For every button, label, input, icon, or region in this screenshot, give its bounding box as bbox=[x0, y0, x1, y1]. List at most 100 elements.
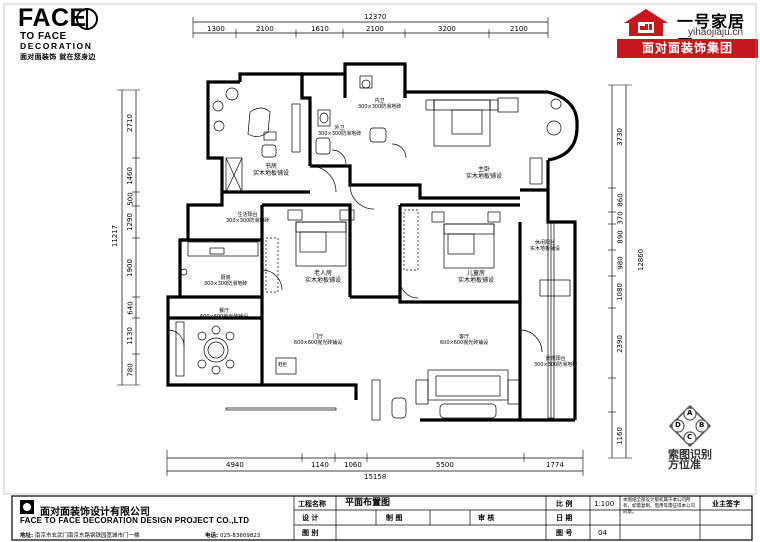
dim-left-total: 11217 bbox=[111, 224, 120, 248]
brand-decoration: DECORATION bbox=[20, 41, 93, 51]
sheet-value: 04 bbox=[598, 529, 607, 537]
room-bath-outer-name: 外卫 bbox=[334, 125, 345, 131]
compass-letter-a: A bbox=[687, 409, 693, 417]
dim-bottom-0: 4940 bbox=[226, 461, 244, 469]
room-living-name: 客厅 bbox=[459, 334, 470, 340]
brand-face: FACE bbox=[18, 4, 87, 32]
room-master-bedroom: 主卧 实木地板铺设 bbox=[466, 166, 502, 180]
review-label: 审 核 bbox=[478, 514, 495, 522]
dim-right-total: 12860 bbox=[637, 248, 646, 272]
dim-right-3: 890 bbox=[616, 230, 625, 244]
room-study-note: 实木地板铺设 bbox=[253, 170, 290, 177]
sheet-label: 图 号 bbox=[556, 529, 573, 537]
watermark-banner: 面对面装饰集团 bbox=[617, 39, 758, 58]
room-kids: 儿童房 实木地板铺设 bbox=[458, 270, 494, 284]
room-bath-inner: 内卫 300×300防滑地砖 bbox=[358, 98, 401, 110]
dim-right-4: 980 bbox=[616, 256, 625, 270]
drawing-no-label: 图 别 bbox=[302, 529, 319, 537]
dim-top-total: 12370 bbox=[364, 13, 387, 21]
room-kids-note: 实木地板铺设 bbox=[458, 277, 495, 284]
compass bbox=[668, 404, 712, 448]
brand-slogan: 面对面装饰 就在您身边 bbox=[20, 53, 96, 61]
address-value: 南京市玄武门南京东路钢铁园宽城市门一楼 bbox=[34, 533, 140, 539]
room-elder-note: 实木地板铺设 bbox=[305, 277, 342, 284]
watermark-url: yihaojiaju.cn bbox=[688, 27, 744, 38]
compass-letter-c: C bbox=[687, 433, 693, 441]
phone-label: 电话: bbox=[205, 533, 219, 539]
room-dining-name: 餐厅 bbox=[219, 308, 230, 314]
draw-label: 制 图 bbox=[386, 514, 403, 522]
room-dining-note: 600×600抛光砖铺设 bbox=[200, 314, 249, 320]
room-living: 客厅 600×600抛光砖铺设 bbox=[440, 334, 488, 346]
dim-top-0: 1300 bbox=[207, 25, 225, 33]
room-bath-inner-name: 内卫 bbox=[374, 98, 385, 104]
dim-left-5: 640 bbox=[126, 301, 135, 315]
dim-top-3: 2100 bbox=[366, 25, 384, 33]
room-kitchen-note: 300×300防滑地砖 bbox=[204, 281, 248, 287]
shoe-cabinet-label: 鞋柜 bbox=[278, 363, 287, 368]
room-view-balcony: 景观阳台 300×300防滑地砖 bbox=[534, 356, 577, 368]
room-utility-balcony: 生活阳台 300×300防滑地砖 bbox=[226, 212, 269, 224]
room-leisure-balcony-note: 实木地板铺设 bbox=[530, 246, 561, 252]
dim-top-1: 2100 bbox=[256, 25, 274, 33]
dim-left-6: 1130 bbox=[125, 327, 134, 345]
drawing-title: 平面布置图 bbox=[345, 498, 391, 508]
compass-caption: 索图识别方位准 bbox=[668, 448, 712, 471]
room-elder-name: 老人房 bbox=[314, 270, 333, 277]
dim-right-5: 1080 bbox=[615, 283, 624, 301]
room-foyer: 门厅 600×600抛光砖铺设 bbox=[294, 334, 342, 346]
room-master-bedroom-name: 主卧 bbox=[478, 166, 491, 173]
phone-value: 025-83609823 bbox=[219, 533, 261, 539]
dim-top-4: 3200 bbox=[438, 25, 456, 33]
room-bath-outer: 外卫 300×300防滑地砖 bbox=[318, 125, 361, 137]
brand-to-face: TO FACE bbox=[20, 31, 67, 42]
compass-letter-d: D bbox=[675, 421, 681, 429]
dim-right-0: 3730 bbox=[615, 128, 624, 146]
dim-bottom-2: 1060 bbox=[344, 461, 362, 469]
room-study: 书房 实木地板铺设 bbox=[253, 163, 289, 177]
room-dining: 餐厅 600×600抛光砖铺设 bbox=[200, 308, 248, 320]
copyright-note: 本图纸全部设计版权属于本公司所有，如需复制、借用等需征得本公司同意。 bbox=[623, 498, 695, 515]
brand-logo-icon bbox=[76, 8, 98, 30]
room-bath-outer-note: 300×300防滑地砖 bbox=[318, 131, 362, 137]
project-label: 工程名称 bbox=[298, 500, 326, 508]
date-label: 日 期 bbox=[556, 514, 573, 522]
dim-bottom-3: 5500 bbox=[436, 461, 454, 469]
dim-bottom-1: 1140 bbox=[311, 461, 329, 469]
room-foyer-name: 门厅 bbox=[313, 334, 324, 340]
owner-signature-label: 业主签字 bbox=[712, 500, 740, 508]
room-view-balcony-note: 300×300防滑地砖 bbox=[534, 362, 578, 368]
design-label: 设 计 bbox=[302, 514, 319, 522]
room-kids-name: 儿童房 bbox=[467, 270, 486, 277]
room-master-bedroom-note: 实木地板铺设 bbox=[466, 173, 503, 180]
dim-left-1: 1460 bbox=[125, 167, 134, 185]
house-logo-icon bbox=[624, 9, 668, 36]
scale-label: 比 例 bbox=[556, 500, 573, 508]
room-living-note: 600×600抛光砖铺设 bbox=[440, 340, 489, 346]
dim-left-3: 1290 bbox=[125, 213, 134, 231]
room-utility-balcony-note: 300×300防滑地砖 bbox=[226, 218, 270, 224]
room-study-name: 书房 bbox=[265, 163, 278, 170]
room-elder: 老人房 实木地板铺设 bbox=[305, 270, 341, 284]
compass-letter-b: B bbox=[699, 421, 705, 429]
dim-left-2: 500 bbox=[126, 192, 135, 206]
dim-left-0: 2710 bbox=[125, 114, 134, 132]
dim-left-7: 780 bbox=[126, 363, 135, 377]
dim-left-4: 1900 bbox=[125, 259, 134, 277]
company-name: 面对面装饰设计有限公司 bbox=[40, 507, 150, 518]
dim-bottom-total: 15158 bbox=[364, 473, 387, 481]
dim-top-5: 2100 bbox=[510, 25, 528, 33]
room-leisure-balcony-name: 休闲阳台 bbox=[535, 240, 556, 246]
dim-right-6: 2390 bbox=[615, 335, 624, 353]
room-foyer-note: 600×600抛光砖铺设 bbox=[294, 340, 343, 346]
room-view-balcony-name: 景观阳台 bbox=[545, 356, 566, 362]
address-label: 地址: bbox=[20, 533, 34, 539]
company-name-en: FACE TO FACE DECORATION DESIGN PROJECT C… bbox=[20, 516, 250, 525]
room-kitchen-name: 厨房 bbox=[220, 275, 231, 281]
room-kitchen: 厨房 300×300防滑地砖 bbox=[204, 275, 247, 287]
scale-value: 1:100 bbox=[594, 500, 615, 508]
dim-right-2: 370 bbox=[616, 211, 625, 225]
dim-bottom-4: 1774 bbox=[546, 461, 564, 469]
dim-top-2: 1610 bbox=[311, 25, 329, 33]
